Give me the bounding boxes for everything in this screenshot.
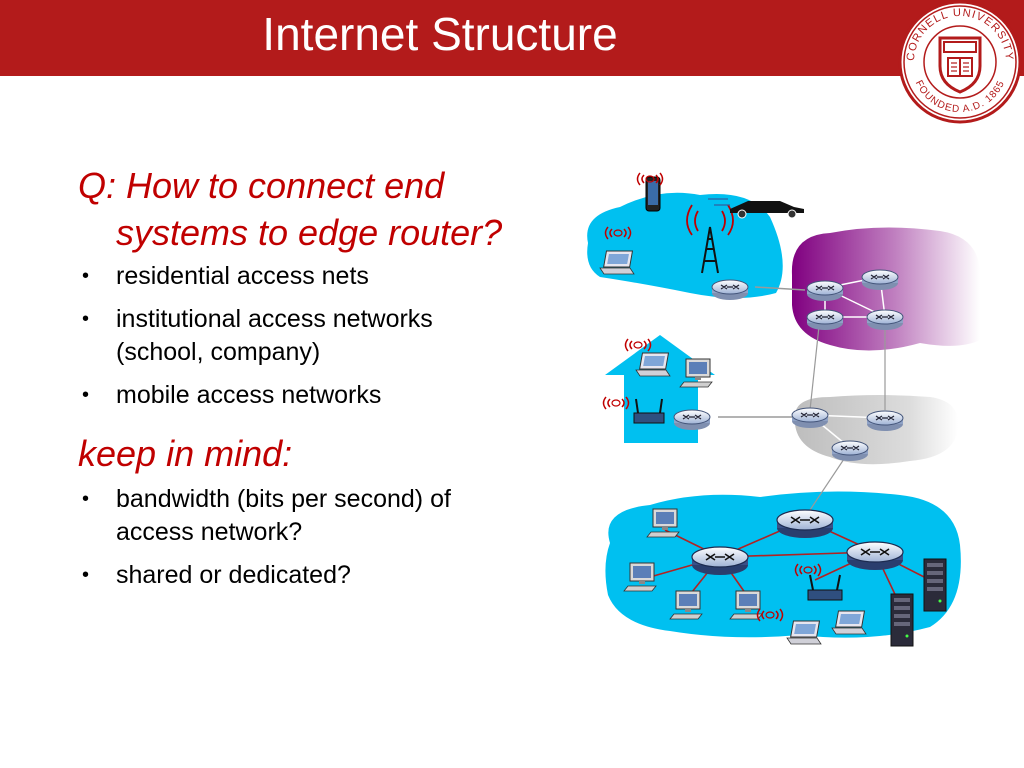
- access-point-icon: [807, 574, 843, 601]
- cornell-seal-logo: CORNELL UNIVERSITY FOUNDED A.D. 1865: [898, 0, 1022, 124]
- bullet-mobile: mobile access networks: [78, 379, 518, 412]
- bullet-residential: residential access nets: [78, 260, 518, 293]
- keep-in-mind-heading: keep in mind:: [78, 433, 293, 474]
- slide-body: Q: How to connect end systems to edge ro…: [78, 162, 518, 602]
- considerations-list: bandwidth (bits per second) of access ne…: [78, 483, 518, 592]
- internet-structure-diagram: [587, 172, 980, 647]
- question-text: Q: How to connect end systems to edge ro…: [78, 165, 503, 253]
- title-bar: Internet Structure: [0, 0, 1024, 76]
- slide-title: Internet Structure: [262, 8, 618, 60]
- car-icon: [708, 198, 804, 219]
- bullet-shared: shared or dedicated?: [78, 559, 518, 592]
- bullet-bandwidth: bandwidth (bits per second) of access ne…: [78, 483, 518, 549]
- cell-tower-icon: [686, 204, 734, 274]
- wifi-router-icon: [633, 398, 665, 424]
- access-types-list: residential access nets institutional ac…: [78, 260, 518, 412]
- bullet-institutional: institutional access networks (school, c…: [78, 303, 518, 369]
